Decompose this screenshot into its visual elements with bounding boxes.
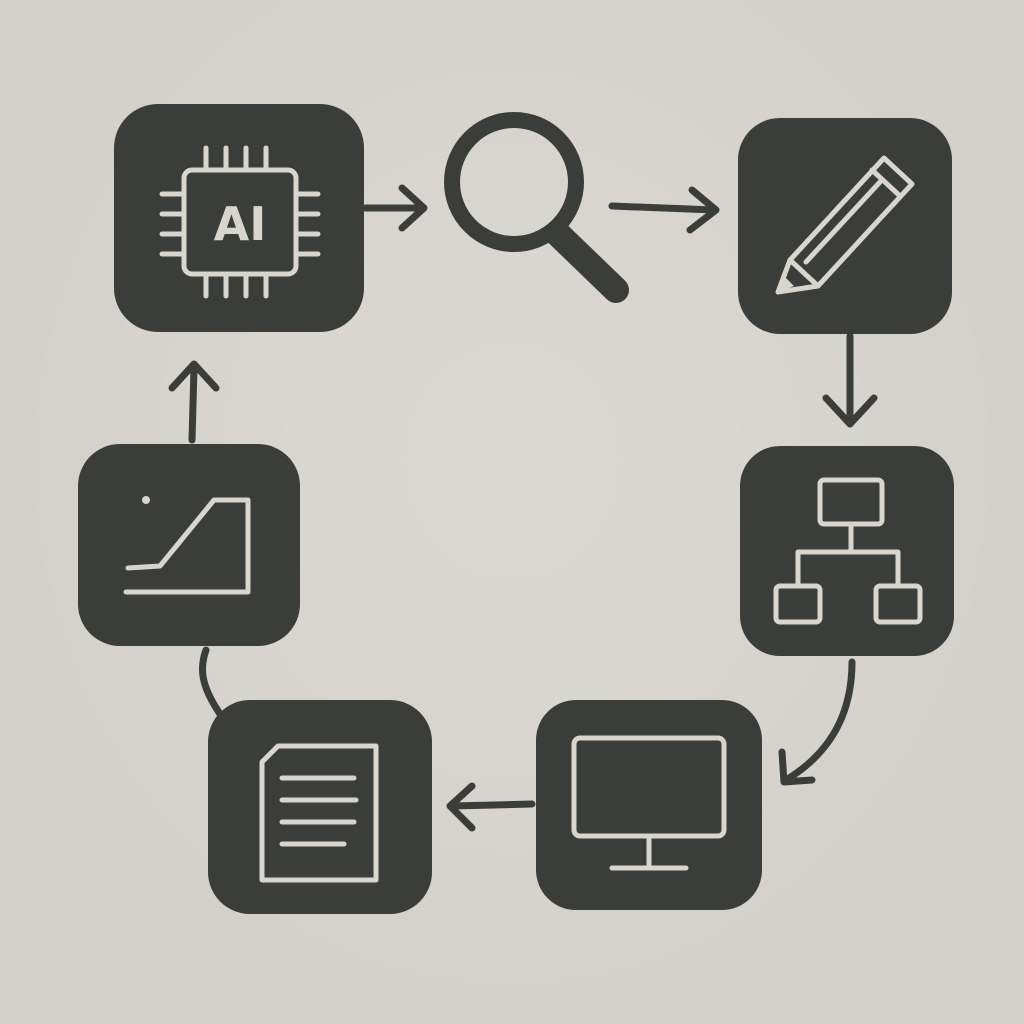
arrow-structure-to-monitor (778, 658, 856, 786)
hierarchy-icon (773, 477, 923, 625)
document-icon (259, 743, 379, 883)
ai-label: AI (214, 197, 267, 251)
node-search (444, 112, 629, 303)
monitor-icon (571, 735, 727, 871)
pencil-icon (775, 155, 915, 295)
node-structure (740, 446, 954, 656)
arrow-ai-to-search (362, 184, 428, 232)
arrow-edit-to-structure (822, 332, 878, 428)
arrow-chart-to-ai (168, 360, 220, 444)
connector-document-to-chart (199, 646, 224, 718)
node-ai: AI (114, 104, 364, 332)
node-chart (78, 444, 300, 646)
node-document (208, 700, 432, 914)
ai-chip-icon: AI (159, 145, 321, 299)
arrow-monitor-to-document (446, 782, 536, 832)
node-monitor (536, 700, 762, 910)
magnifier-icon (444, 112, 629, 303)
arrow-search-to-edit (608, 186, 720, 234)
chart-icon (123, 496, 251, 595)
node-edit (738, 118, 952, 334)
